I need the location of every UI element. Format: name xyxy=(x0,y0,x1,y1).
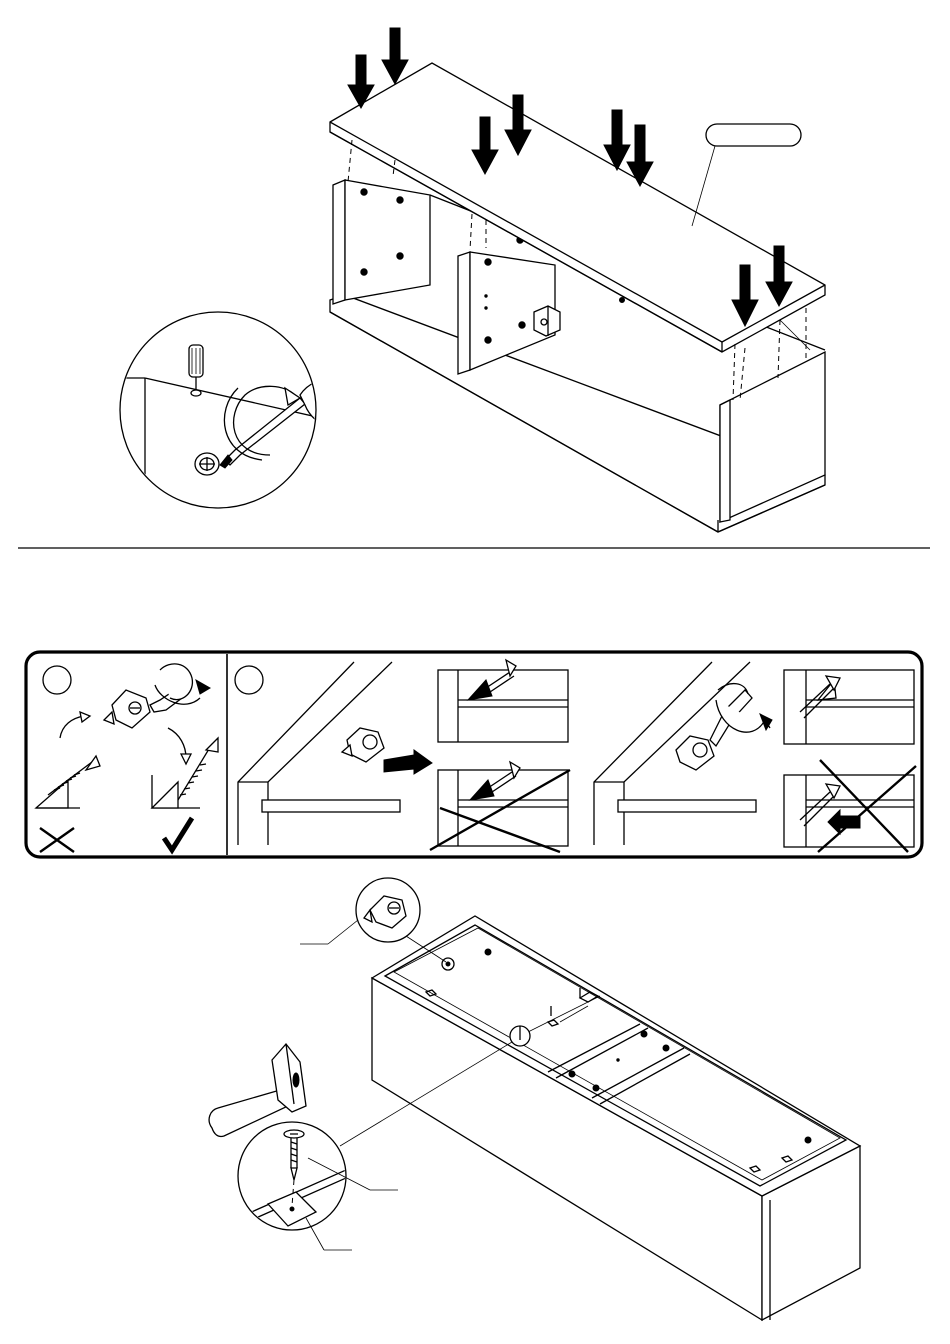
nail-detail xyxy=(238,1122,346,1230)
middle-divider xyxy=(458,252,470,374)
cabinet-box-assembly xyxy=(209,878,860,1320)
top-panel-label-bubble xyxy=(706,124,801,146)
detail-box-correct-1 xyxy=(438,660,568,742)
detail-box-correct-2 xyxy=(784,670,914,744)
step-marker-a xyxy=(43,666,71,694)
detail-box-wrong-1 xyxy=(430,762,570,852)
top-panel-assembly xyxy=(330,28,825,532)
screwdriver-detail xyxy=(120,312,345,520)
cam-fitting-guide xyxy=(26,652,922,857)
left-side-panel xyxy=(333,180,345,304)
right-side-panel xyxy=(720,352,825,522)
step-marker-b xyxy=(235,666,263,694)
